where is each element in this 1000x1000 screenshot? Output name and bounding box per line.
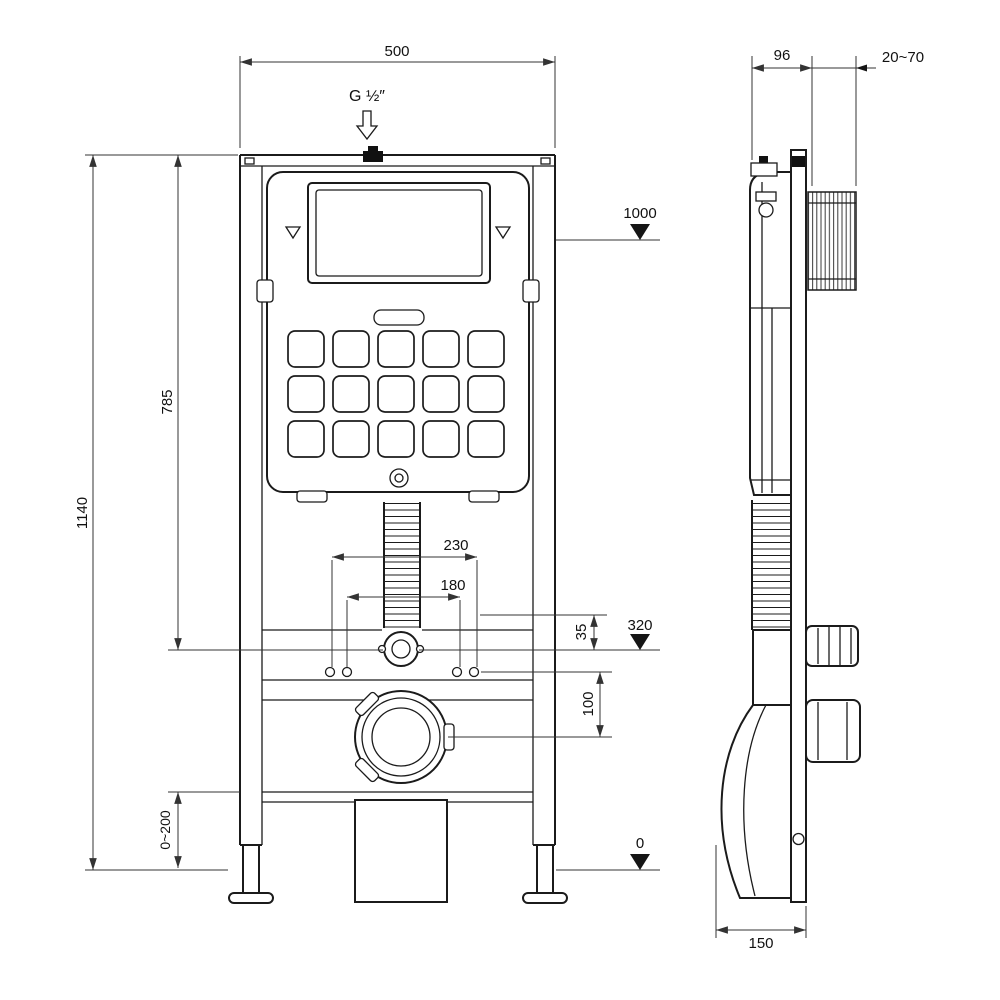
cistern-side xyxy=(749,156,792,496)
access-panel xyxy=(307,182,491,284)
level-marker-icon xyxy=(630,634,650,650)
inlet-thread-label: G ½″ xyxy=(349,88,385,105)
dim-feet-adjust-label: 0~200 xyxy=(157,810,173,850)
flush-pipe xyxy=(383,502,421,628)
dim-width-label: 500 xyxy=(384,43,409,60)
side-view: 96 20~70 150 xyxy=(715,47,924,952)
down-arrow-icon xyxy=(355,110,379,141)
level-320-label: 320 xyxy=(627,617,652,634)
dim-base-depth-label: 150 xyxy=(748,935,773,952)
level-marker-icon xyxy=(630,854,650,870)
dim-35-label: 35 xyxy=(573,624,590,641)
water-level-icon xyxy=(284,226,302,240)
fixing-bolt-holes xyxy=(324,666,480,678)
dim-180-label: 180 xyxy=(440,577,465,594)
outlet-stub-upper xyxy=(805,625,859,667)
dim-cistern-height-label: 785 xyxy=(159,389,176,414)
tank-clip-left xyxy=(296,490,328,503)
adjustable-feet xyxy=(228,844,568,904)
outlet-clamp xyxy=(354,691,380,717)
flush-button-side xyxy=(758,202,774,218)
dim-100-label: 100 xyxy=(580,691,597,716)
top-fixing-block xyxy=(792,156,805,167)
level-0-label: 0 xyxy=(636,835,644,852)
waste-outlet xyxy=(354,690,455,784)
tank-screw xyxy=(389,468,409,488)
water-inlet: G ½″ xyxy=(349,88,385,162)
dim-wall-clearance-label: 20~70 xyxy=(882,49,924,66)
flush-pipe-side xyxy=(751,500,793,705)
tank-bracket-right xyxy=(522,279,540,303)
dim-overall-height-label: 1140 xyxy=(74,497,91,529)
water-level-icon xyxy=(494,226,512,240)
tank-clip-right xyxy=(468,490,500,503)
side-dimensions: 96 20~70 150 xyxy=(715,47,924,952)
tank-bracket-left xyxy=(256,279,274,303)
fill-valve xyxy=(750,162,778,177)
outlet-stub-lower xyxy=(805,699,861,763)
foot-bolt xyxy=(792,832,805,846)
outlet-clamp xyxy=(354,757,380,783)
fill-valve-cap xyxy=(759,156,768,163)
dim-arrow-icon xyxy=(856,64,867,72)
dim-230-label: 230 xyxy=(443,537,468,554)
mounting-frame xyxy=(239,154,556,846)
pan-elbow xyxy=(720,704,792,899)
front-view: G ½″ 500 1140 785 0~200 xyxy=(74,43,660,904)
flush-flange xyxy=(377,631,425,667)
level-1000-label: 1000 xyxy=(623,205,656,222)
dim-depth-label: 96 xyxy=(774,47,791,64)
frame-rail-side xyxy=(790,149,807,903)
level-marker-icon xyxy=(630,224,650,240)
front-dimensions: 500 1140 785 0~200 1000 230 xyxy=(74,43,660,871)
outlet-housing xyxy=(354,799,448,903)
wall-bracket xyxy=(807,191,857,291)
protection-panel-grid xyxy=(287,309,505,458)
